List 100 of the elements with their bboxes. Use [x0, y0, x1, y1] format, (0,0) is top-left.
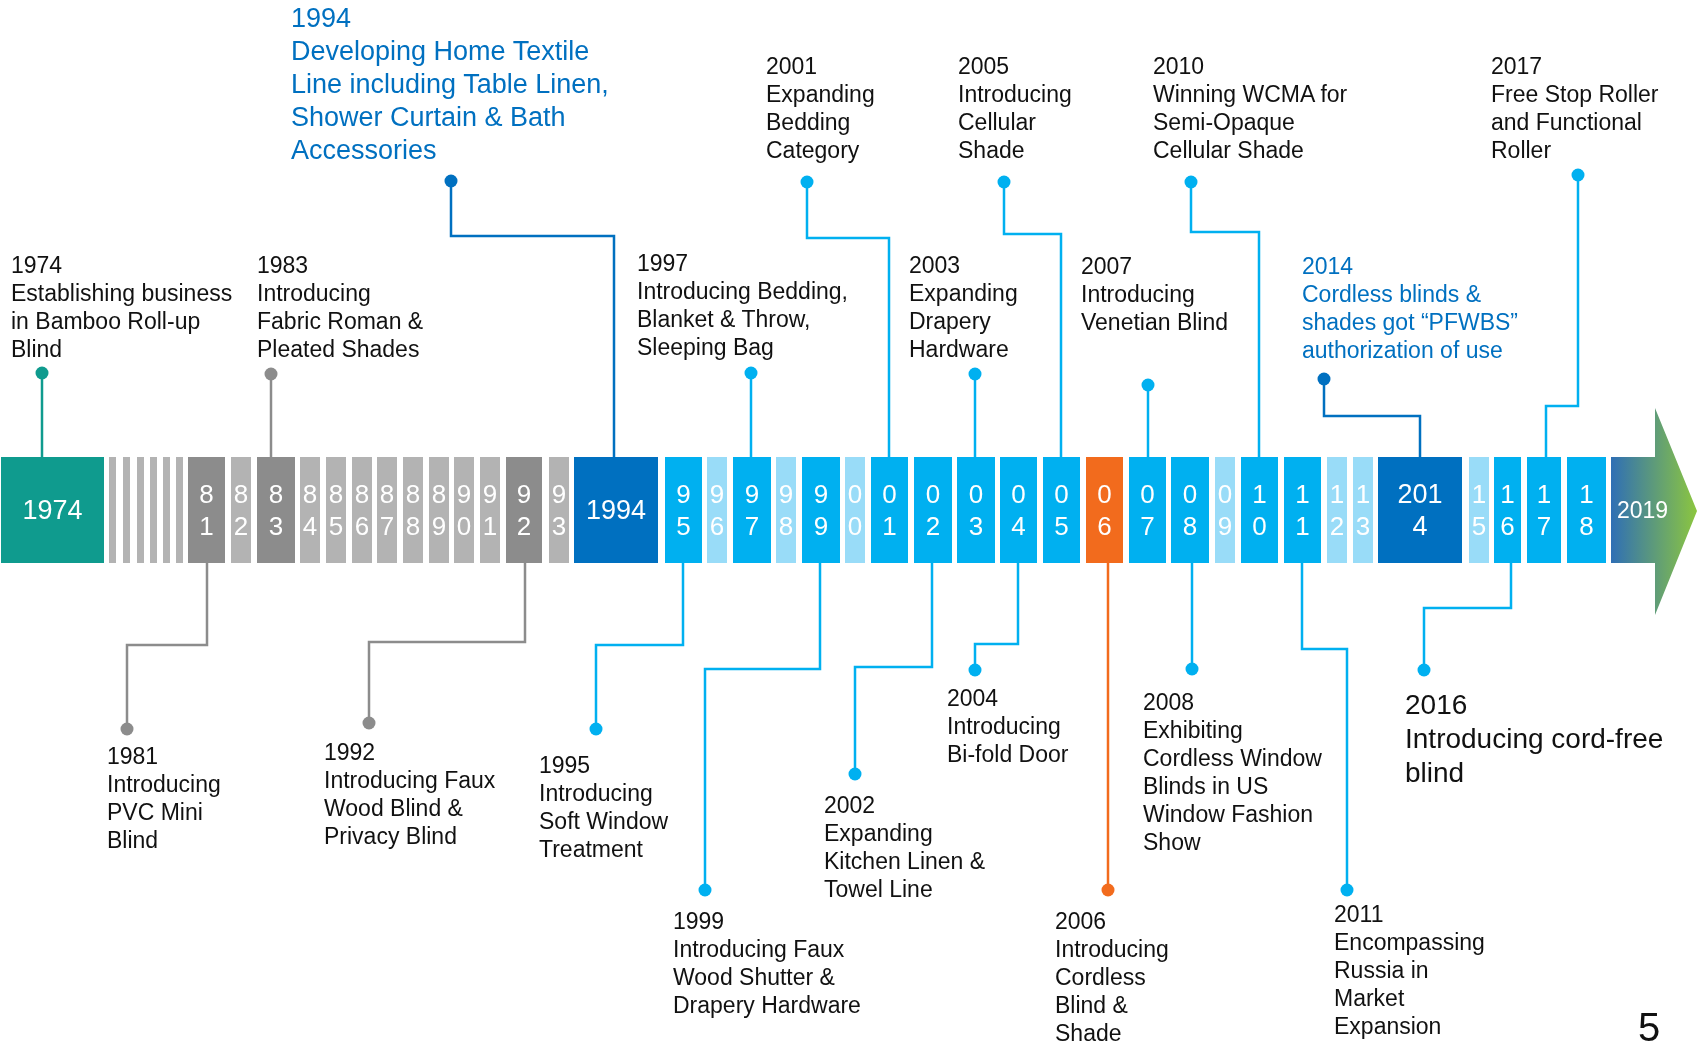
leader-line [264, 367, 278, 457]
year-cell: 1994 [574, 457, 658, 563]
event-text: Expanding Drapery Hardware [909, 279, 1019, 363]
year-stripe [176, 457, 183, 563]
event-text: Introducing Venetian Blind [1081, 280, 1230, 336]
event-text: Free Stop Roller and Functional Roller [1491, 80, 1660, 164]
event-text: Introducing Bedding, Blanket & Throw, Sleeping Bag [637, 277, 849, 361]
year-cell: 1 7 [1527, 457, 1561, 563]
leader-line [1141, 378, 1155, 457]
leader-line [997, 175, 1063, 457]
leader-line [1544, 168, 1585, 457]
year-label: 1995 [539, 751, 592, 779]
year-cell: 0 6 [1086, 457, 1123, 563]
leader-line [968, 563, 1020, 677]
leader-line [800, 175, 891, 457]
year-cell: 1 3 [1353, 457, 1373, 563]
year-label: 1999 [673, 907, 726, 935]
year-cell: 0 4 [1000, 457, 1037, 563]
event-text: Encompassing Russia in Market Expansion [1334, 928, 1486, 1040]
year-cell: 8 9 [429, 457, 449, 563]
event-text: Exhibiting Cordless Window Blinds in US Window Fashion Show [1143, 716, 1323, 856]
leader-line [1417, 563, 1513, 677]
event-text: Introducing Faux Wood Shutter & Drapery Hardware [673, 935, 862, 1019]
leader-line [968, 367, 982, 457]
year-cell: 9 1 [480, 457, 500, 563]
year-label: 2003 [909, 251, 962, 279]
year-cell: 1 6 [1494, 457, 1521, 563]
event-text: Expanding Kitchen Linen & Towel Line [824, 819, 987, 903]
leader-line [1184, 175, 1261, 457]
event-text: Introducing cord-free blind [1405, 722, 1665, 790]
leader-line [120, 563, 209, 736]
event-text: Developing Home Textile Line including Table Linen, Shower Curtain & Bath Accessories [291, 35, 610, 167]
year-cell: 8 1 [188, 457, 225, 563]
event-text: Cordless blinds & shades got “PFWBS” authorization of use [1302, 280, 1520, 364]
year-label: 1997 [637, 249, 690, 277]
event-text: Introducing Cordless Blind & Shade [1055, 935, 1170, 1047]
year-label: 1983 [257, 251, 310, 279]
year-cell: 1974 [1, 457, 104, 563]
year-cell: 8 8 [403, 457, 423, 563]
event-text: Introducing Bi-fold Door [947, 712, 1070, 768]
year-cell: 0 7 [1129, 457, 1166, 563]
event-text: Introducing Fabric Roman & Pleated Shades [257, 279, 425, 363]
year-cell: 8 2 [231, 457, 251, 563]
year-label: 2011 [1334, 900, 1385, 928]
year-label: 2017 [1491, 52, 1544, 80]
year-cell: 0 3 [957, 457, 995, 563]
year-cell: 0 9 [1215, 457, 1235, 563]
year-label: 2010 [1153, 52, 1206, 80]
page-number: 5 [1638, 1005, 1661, 1049]
year-cell: 9 5 [665, 457, 702, 563]
year-label: 1974 [11, 251, 64, 279]
event-text: Introducing PVC Mini Blind [107, 770, 222, 854]
year-label: 2001 [766, 52, 819, 80]
year-cell: 201 4 [1378, 457, 1462, 563]
year-label: 2004 [947, 684, 1000, 712]
event-text: Winning WCMA for Semi-Opaque Cellular Shade [1153, 80, 1349, 164]
year-cell: 9 2 [506, 457, 542, 563]
year-label: 2019 [1617, 496, 1669, 524]
year-label: 1994 [291, 2, 353, 35]
year-label: 1981 [107, 742, 160, 770]
leader-line [848, 563, 934, 781]
leader-line [35, 366, 49, 457]
year-label: 2007 [1081, 252, 1134, 280]
year-cell: 9 8 [776, 457, 796, 563]
leader-line [1101, 563, 1115, 897]
event-text: Introducing Soft Window Treatment [539, 779, 670, 863]
leader-line [362, 563, 527, 730]
event-text: Establishing business in Bamboo Roll-up Blind [11, 279, 234, 363]
year-cell: 0 8 [1171, 457, 1209, 563]
year-cell: 1 0 [1241, 457, 1278, 563]
year-label: 2006 [1055, 907, 1108, 935]
year-stripe [109, 457, 116, 563]
leader-line [1317, 372, 1422, 457]
year-cell: 8 4 [300, 457, 320, 563]
year-stripe [123, 457, 130, 563]
event-text: Expanding Bedding Category [766, 80, 876, 164]
year-cell: 0 2 [914, 457, 952, 563]
year-label: 2002 [824, 791, 877, 819]
leader-line [589, 563, 685, 736]
year-cell: 8 6 [352, 457, 372, 563]
event-text: Introducing Faux Wood Blind & Privacy Blind [324, 766, 497, 850]
year-cell: 9 7 [733, 457, 771, 563]
year-cell: 8 7 [377, 457, 397, 563]
leader-line [444, 174, 616, 457]
year-label: 2008 [1143, 688, 1196, 716]
year-cell: 0 5 [1043, 457, 1080, 563]
year-cell: 0 0 [845, 457, 865, 563]
year-cell: 0 1 [871, 457, 908, 563]
year-cell: 1 8 [1567, 457, 1606, 563]
year-label: 2014 [1302, 252, 1355, 280]
year-cell: 9 6 [707, 457, 727, 563]
year-stripe [137, 457, 144, 563]
year-cell: 9 9 [802, 457, 840, 563]
year-cell: 8 3 [257, 457, 295, 563]
year-stripe [150, 457, 157, 563]
leader-line [698, 563, 822, 897]
year-cell: 8 5 [326, 457, 346, 563]
year-cell: 1 2 [1327, 457, 1347, 563]
year-label: 2016 [1405, 688, 1469, 722]
event-text: Introducing Cellular Shade [958, 80, 1073, 164]
